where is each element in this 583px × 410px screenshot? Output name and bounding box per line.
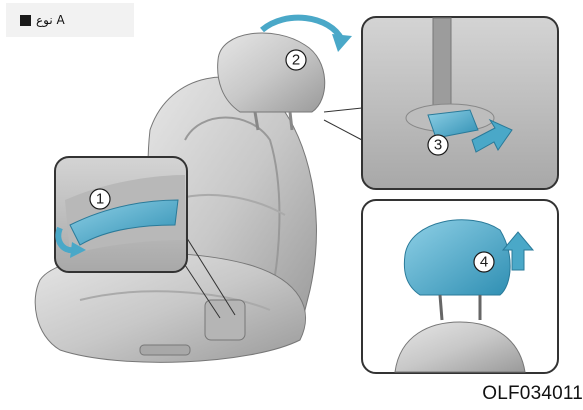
step-2-label: 2 [292,52,300,69]
type-label: نوع A [6,3,134,37]
inset-headrest: 4 [362,200,558,373]
step-1-label: 1 [96,191,104,208]
step-4-label: 4 [480,254,488,271]
inset-lever: 1 [55,157,187,272]
figure-code: OLF034011 [482,383,583,405]
type-label-text: نوع A [36,13,65,27]
inset-release-button: 3 [362,17,558,189]
square-icon [20,15,31,26]
step-3-label: 3 [434,137,442,154]
headrest [218,33,325,112]
